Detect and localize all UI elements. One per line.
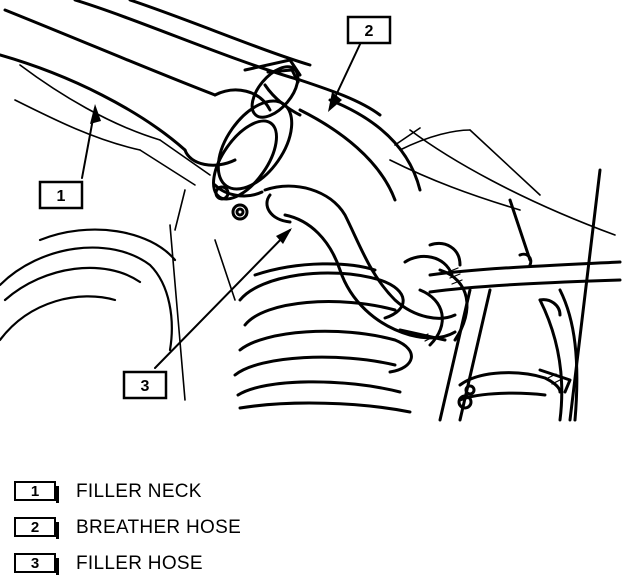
- filler-hose-clamp: [398, 268, 469, 347]
- lower-clamp: [457, 298, 572, 410]
- filler-neck-diagram: 1 2 3: [0, 0, 622, 422]
- callout-3: 3: [122, 370, 168, 400]
- legend-label: FILLER HOSE: [76, 553, 203, 574]
- filler-hose: [263, 184, 462, 340]
- callout-1-number: 1: [57, 188, 66, 205]
- coil-spring: [233, 262, 413, 414]
- filler-neck-clamp: [212, 99, 294, 221]
- legend-row-filler-neck: 1 FILLER NECK: [14, 478, 614, 514]
- legend-number: 3: [14, 553, 59, 575]
- legend: 1 FILLER NECK 2 BREATHER HOSE 3 FILLER H…: [14, 478, 614, 586]
- callout-2: 2: [346, 15, 392, 45]
- arrowheads: [90, 92, 342, 244]
- breather-hose-clamp: [250, 65, 300, 119]
- body-panel-lines: [14, 64, 616, 401]
- callout-3-number: 3: [141, 378, 150, 395]
- legend-number: 2: [14, 517, 59, 539]
- legend-label: BREATHER HOSE: [76, 517, 242, 538]
- filler-neck-tube: [0, 8, 272, 167]
- leader-lines: [81, 39, 363, 369]
- legend-label: FILLER NECK: [76, 481, 202, 502]
- callout-1: 1: [38, 180, 84, 210]
- wheel-arcs: [0, 228, 177, 352]
- frame-rails: [428, 168, 622, 422]
- callout-2-number: 2: [365, 23, 374, 40]
- clamp-hatching: [419, 267, 561, 385]
- legend-row-breather-hose: 2 BREATHER HOSE: [14, 514, 614, 550]
- legend-row-filler-hose: 3 FILLER HOSE: [14, 550, 614, 586]
- legend-number: 1: [14, 481, 59, 503]
